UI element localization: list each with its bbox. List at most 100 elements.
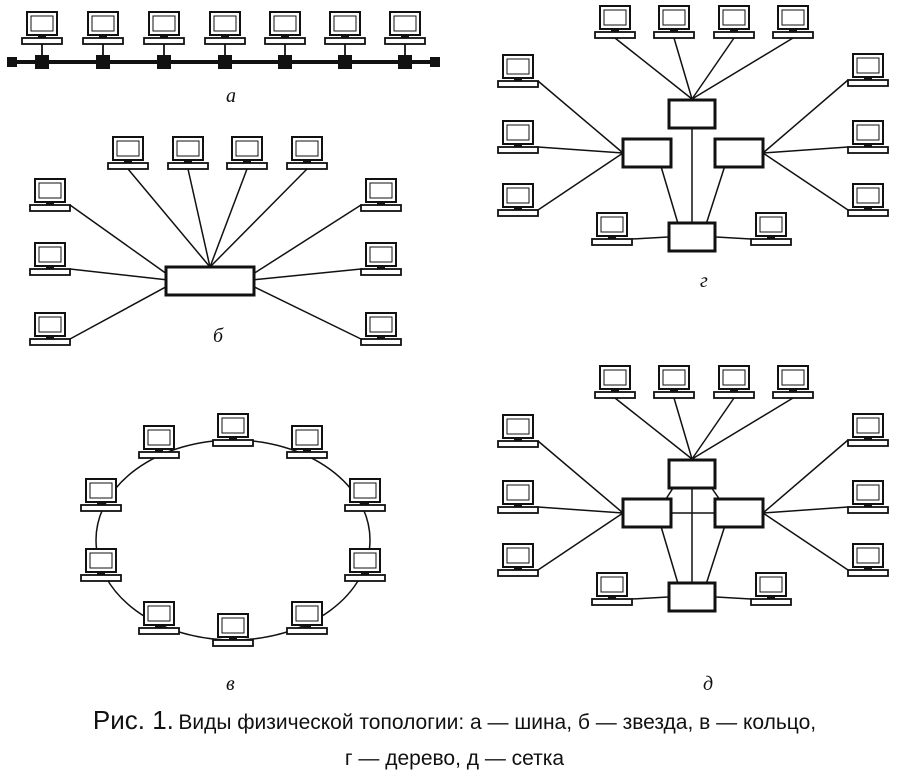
monitor-stand bbox=[789, 29, 797, 32]
keyboard bbox=[82, 37, 124, 45]
computer-icon bbox=[772, 365, 814, 399]
monitor-stand bbox=[377, 202, 385, 205]
keyboard bbox=[653, 391, 695, 399]
screen bbox=[89, 552, 113, 569]
computer-icon bbox=[107, 136, 149, 170]
computer-icon bbox=[653, 365, 695, 399]
monitor-stand bbox=[670, 389, 678, 392]
hub-box bbox=[164, 265, 256, 297]
screen bbox=[30, 15, 54, 32]
figure-caption: Рис. 1. Виды физической топологии: а — ш… bbox=[0, 703, 909, 776]
bus-connector bbox=[218, 55, 232, 69]
computer-icon bbox=[772, 5, 814, 39]
screen bbox=[295, 140, 319, 157]
screen bbox=[147, 605, 171, 622]
cable bbox=[69, 268, 167, 281]
keyboard bbox=[497, 569, 539, 577]
screen bbox=[116, 140, 140, 157]
cable bbox=[762, 152, 849, 211]
keyboard bbox=[29, 338, 71, 346]
keyboard bbox=[344, 574, 386, 582]
monitor-stand bbox=[155, 625, 163, 628]
monitor-stand bbox=[303, 449, 311, 452]
monitor-stand bbox=[184, 160, 192, 163]
monitor-stand bbox=[730, 389, 738, 392]
monitor-stand bbox=[377, 266, 385, 269]
monitor-stand bbox=[514, 438, 522, 441]
screen bbox=[603, 369, 627, 386]
panel-tree bbox=[497, 5, 889, 253]
caption-prefix: Рис. 1. bbox=[92, 705, 174, 735]
screen bbox=[333, 15, 357, 32]
cable bbox=[691, 37, 735, 100]
monitor-stand bbox=[514, 504, 522, 507]
screen bbox=[856, 124, 880, 141]
monitor-stand bbox=[38, 35, 46, 38]
monitor-stand bbox=[864, 77, 872, 80]
panel-label-v: в bbox=[226, 673, 235, 695]
screen bbox=[722, 9, 746, 26]
computer-icon bbox=[497, 183, 539, 217]
screen bbox=[856, 547, 880, 564]
keyboard bbox=[497, 506, 539, 514]
computer-icon bbox=[713, 365, 755, 399]
monitor-stand bbox=[611, 29, 619, 32]
keyboard bbox=[713, 391, 755, 399]
caption-line-1: Виды физической топологии: а — шина, б —… bbox=[178, 711, 817, 734]
computer-icon bbox=[497, 480, 539, 514]
screen bbox=[213, 15, 237, 32]
monitor-stand bbox=[864, 144, 872, 147]
keyboard bbox=[497, 209, 539, 217]
keyboard bbox=[847, 439, 889, 447]
caption-line-2: г — дерево, д — сетка bbox=[344, 747, 565, 770]
screen bbox=[91, 15, 115, 32]
cable bbox=[127, 168, 211, 268]
panel-ring bbox=[80, 413, 386, 647]
monitor-stand bbox=[243, 160, 251, 163]
computer-icon bbox=[286, 136, 328, 170]
monitor-stand bbox=[401, 35, 409, 38]
bus-connector bbox=[35, 55, 49, 69]
cable bbox=[69, 286, 167, 340]
keyboard bbox=[21, 37, 63, 45]
keyboard bbox=[212, 639, 254, 647]
monitor-stand bbox=[864, 207, 872, 210]
keyboard bbox=[594, 31, 636, 39]
keyboard bbox=[713, 31, 755, 39]
computer-icon bbox=[264, 11, 306, 45]
keyboard bbox=[847, 79, 889, 87]
keyboard bbox=[344, 504, 386, 512]
screen bbox=[722, 369, 746, 386]
keyboard bbox=[80, 504, 122, 512]
computer-icon bbox=[360, 178, 402, 212]
computer-icon bbox=[138, 425, 180, 459]
cable bbox=[691, 397, 794, 460]
monitor-stand bbox=[221, 35, 229, 38]
screen bbox=[295, 429, 319, 446]
screen bbox=[600, 576, 624, 593]
monitor-stand bbox=[46, 266, 54, 269]
keyboard bbox=[360, 338, 402, 346]
screen bbox=[856, 484, 880, 501]
keyboard bbox=[591, 238, 633, 246]
keyboard bbox=[29, 268, 71, 276]
screen bbox=[506, 418, 530, 435]
screen bbox=[662, 9, 686, 26]
cable bbox=[209, 168, 248, 268]
screen bbox=[600, 216, 624, 233]
keyboard bbox=[497, 80, 539, 88]
computer-icon bbox=[324, 11, 366, 45]
cable bbox=[253, 204, 362, 275]
monitor-stand bbox=[608, 596, 616, 599]
cable bbox=[673, 397, 693, 460]
monitor-stand bbox=[303, 625, 311, 628]
screen bbox=[781, 9, 805, 26]
cable bbox=[537, 152, 624, 211]
computer-icon bbox=[497, 54, 539, 88]
cable bbox=[762, 146, 849, 154]
keyboard bbox=[138, 451, 180, 459]
screen bbox=[38, 316, 62, 333]
monitor-stand bbox=[514, 144, 522, 147]
computer-icon bbox=[653, 5, 695, 39]
keyboard bbox=[226, 162, 268, 170]
